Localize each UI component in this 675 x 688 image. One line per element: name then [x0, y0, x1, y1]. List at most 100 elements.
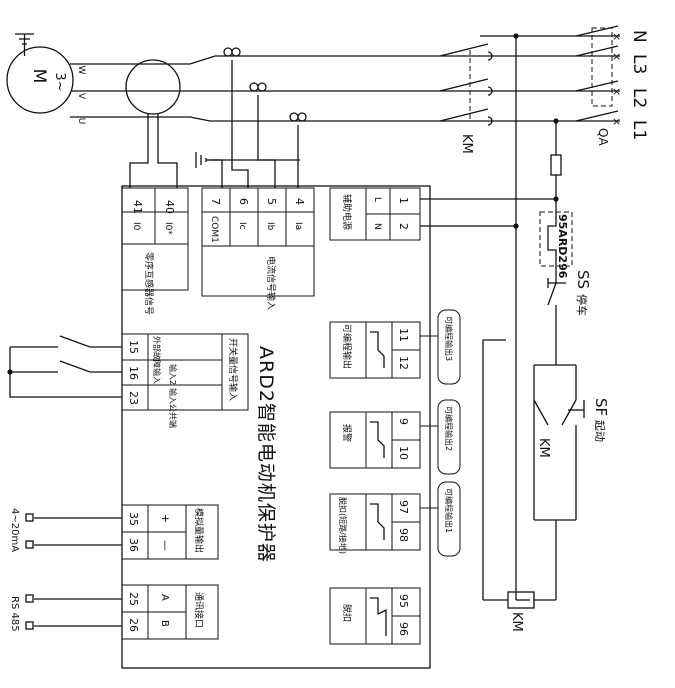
zero-seq-name-i0star: I0*	[163, 222, 173, 235]
current-input-label: 电流信号输入	[265, 256, 277, 310]
zero-seq-num-40: 40	[163, 200, 176, 214]
comm-label: 通讯接口	[193, 592, 205, 628]
qa-label: QA	[596, 128, 610, 146]
device-wiring	[129, 36, 559, 600]
current-transformer-icons	[223, 47, 307, 122]
zero-seq-block: 41 40 I0 I0* 零序互感器信号	[121, 187, 189, 315]
zero-seq-label: 零序互感器信号	[143, 252, 155, 315]
analog-external-label: 4~20mA	[9, 508, 20, 552]
comm-block: 25 26 A B 通讯接口	[121, 584, 219, 640]
ground-icon	[195, 152, 222, 168]
current-name-com1: COM1	[209, 216, 219, 243]
current-num-4: 4	[293, 198, 306, 205]
analog-num-36: 36	[127, 538, 140, 552]
relay2-num-9: 9	[397, 418, 410, 425]
current-name-ia: Ia	[293, 222, 303, 230]
qa-x-l2: ×	[612, 85, 621, 98]
switch-input-block: 15 16 23 外部故障输入 输入2 输入公共端 开关量信号输入	[121, 333, 249, 428]
trip-box-label: 脱扣	[341, 604, 353, 622]
motor-sub: 3~	[52, 72, 67, 91]
switch-desc-15: 外部故障输入	[152, 336, 162, 384]
device-body: ARD2智能电动机保护器 41 40 I0 I0* 零序互感器信号 7 6 5 …	[121, 185, 461, 669]
aux-power-block: 辅助电源 L N 1 2	[329, 187, 421, 241]
junction-dot	[513, 223, 519, 229]
terminal-icon	[25, 594, 34, 603]
current-input-block: 7 6 5 4 COM1 Ic Ib Ia 电流信号输入	[201, 187, 315, 310]
relay3-box-label: 可编程输出	[341, 324, 353, 369]
phase-label-l2: L2	[629, 88, 649, 108]
current-num-7: 7	[209, 198, 222, 205]
km-main-contacts: KM	[439, 43, 493, 154]
stop-label: SS	[574, 270, 592, 289]
switch-num-15: 15	[127, 340, 140, 354]
km-aux-label: KM	[536, 438, 551, 458]
comm-num-26: 26	[127, 618, 140, 632]
aux-power-label: 辅助电源	[341, 194, 353, 230]
comm-external-label: RS 485	[9, 596, 20, 632]
qa-x-l1: ×	[612, 115, 621, 128]
qa-breaker: × × × × QA	[575, 25, 621, 146]
phase-label-l1: L1	[629, 120, 649, 140]
phase-lines	[70, 35, 620, 122]
comm-sign-a: A	[159, 594, 170, 601]
junction-dot	[7, 369, 13, 375]
qa-x-l3: ×	[612, 50, 621, 63]
switch-input-label: 开关量信号输入	[227, 338, 239, 401]
aux-num-2: 2	[397, 223, 410, 230]
relay1-block: 脱扣(短路/接地) 97 98 可编程输出1	[329, 481, 461, 557]
phase-label-l3: L3	[629, 54, 649, 74]
qa-x-n: ×	[612, 30, 621, 43]
comm-sign-b: B	[159, 620, 170, 627]
km-coil-label: KM	[509, 612, 524, 632]
current-name-ic: Ic	[237, 222, 247, 230]
relay1-contact-icon	[370, 503, 385, 540]
external-left: 4~20mA RS 485	[7, 335, 122, 632]
trip-block: 脱扣 95 96	[329, 587, 421, 645]
switch-desc-23: 输入公共端	[168, 388, 178, 428]
relay3-num-12: 12	[397, 356, 410, 370]
fuse-icon	[550, 154, 562, 176]
zero-seq-num-41: 41	[131, 200, 144, 214]
relay1-tag: 可编程输出1	[444, 488, 454, 533]
switch-num-23: 23	[127, 391, 140, 405]
analog-num-35: 35	[127, 512, 140, 526]
zero-sequence-ct	[125, 59, 181, 115]
analog-output-label: 模拟量输出	[193, 508, 205, 553]
relay1-num-97: 97	[397, 500, 410, 514]
relay2-block: 报警 9 10 可编程输出2	[329, 399, 461, 475]
relay2-box-label: 报警	[341, 424, 353, 442]
relay3-num-11: 11	[397, 328, 410, 342]
aux-name-n: N	[372, 223, 382, 230]
aux-num-1: 1	[397, 197, 410, 204]
motor-terminal-v: V	[76, 93, 86, 100]
terminal-icon	[25, 540, 34, 549]
analog-sign-minus: —	[159, 540, 172, 551]
motor-symbol: M	[29, 69, 49, 84]
relay2-tag: 可编程输出2	[444, 406, 454, 451]
motor: M 3~ W V U	[6, 46, 86, 125]
km-main-label: KM	[459, 134, 474, 154]
terminal-icon	[25, 621, 34, 630]
relay3-block: 可编程输出 11 12 可编程输出3	[329, 309, 461, 385]
switch-num-16: 16	[127, 366, 140, 380]
switch-desc-16: 输入2	[168, 364, 178, 385]
relay3-contact-icon	[370, 331, 385, 368]
current-num-6: 6	[237, 198, 250, 205]
phase-label-n: N	[629, 30, 649, 43]
motor-terminal-u: U	[76, 118, 86, 125]
relay-tag-connectors	[420, 335, 438, 509]
relay-contact-label: 95ARD296	[556, 214, 569, 279]
device-title: ARD2智能电动机保护器	[255, 346, 277, 563]
zero-seq-name-i0: I0	[131, 222, 141, 231]
relay1-box-label: 脱扣(短路/接地)	[338, 497, 348, 554]
phase-labels: N L3 L2 L1	[629, 30, 649, 140]
relay2-contact-icon	[370, 421, 385, 458]
trip-contact-icon	[370, 597, 387, 636]
ground-icon	[15, 33, 34, 56]
relay1-num-98: 98	[397, 528, 410, 542]
relay2-num-10: 10	[397, 446, 410, 460]
relay3-tag: 可编程输出3	[444, 316, 454, 361]
start-text: 起动	[593, 420, 606, 442]
current-name-ib: Ib	[265, 222, 275, 231]
